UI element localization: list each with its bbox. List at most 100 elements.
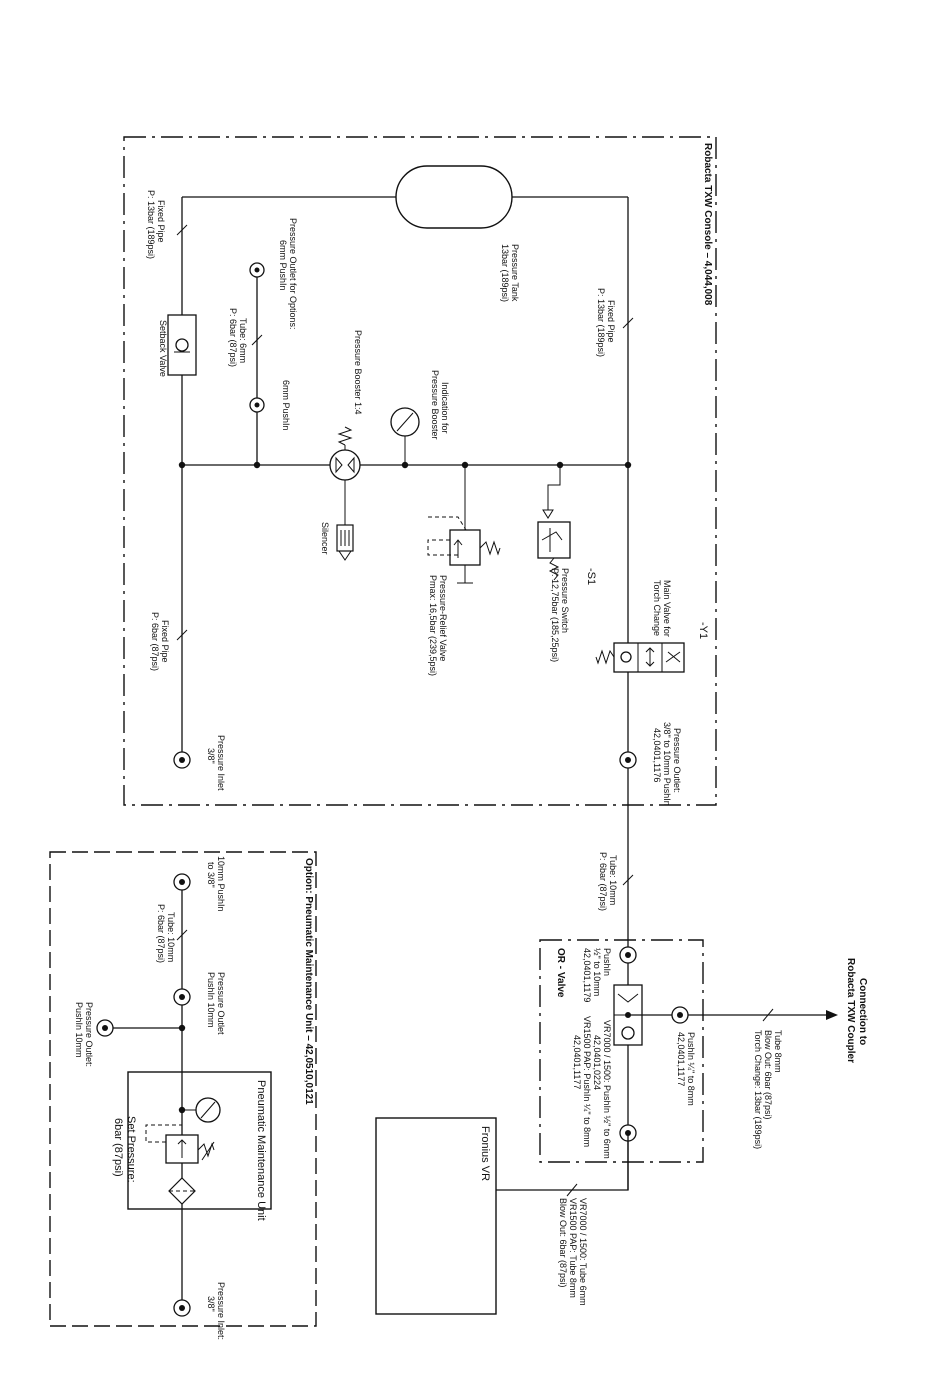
svg-text:10mm PushIn: 10mm PushIn [216, 856, 226, 912]
svg-text:Set Pressure:: Set Pressure: [125, 1116, 137, 1183]
fixed-pipe-top-label: Fixed Pipe P: 13bar (189psi) [146, 190, 166, 259]
pmu-pushin-label: 10mm PushIn to 3/8" [206, 856, 226, 912]
pmu-unit-box [127, 1071, 272, 1210]
setback-valve-label: Setback Valve [158, 320, 168, 377]
setback-valve-ball [175, 338, 189, 352]
svg-text:PushIn 10mm: PushIn 10mm [74, 1002, 84, 1058]
junction-dot [556, 461, 564, 469]
svg-text:3/8": 3/8" [206, 1296, 216, 1312]
svg-text:42,0401,1177: 42,0401,1177 [572, 1035, 582, 1089]
svg-text:Pressure Outlet:: Pressure Outlet: [672, 728, 682, 793]
svg-text:VR1500 PAP: PushIn ¼" to 8mm: VR1500 PAP: PushIn ¼" to 8mm [582, 1016, 592, 1147]
svg-text:42,0401,1177: 42,0401,1177 [676, 1032, 686, 1086]
fronius-vr-box [375, 1117, 497, 1315]
svg-text:VR1500 PAP: Tube 8mm: VR1500 PAP: Tube 8mm [568, 1198, 578, 1298]
svg-text:Main Valve for: Main Valve for [662, 580, 672, 637]
svg-text:P: 6bar (87psi): P: 6bar (87psi) [150, 612, 160, 671]
main-valve-spring [595, 649, 615, 665]
or-valve-pushin-left-label: PushIn ½" to 10mm 42,0401,1179 [582, 948, 612, 1002]
or-valve-title: OR - Valve [555, 948, 566, 998]
junction-dot [401, 461, 409, 469]
junction-dot [178, 461, 186, 469]
fronius-tube-label: VR7000 / 1500: Tube 6mm VR1500 PAP: Tube… [558, 1198, 588, 1306]
pmu-option-boundary [49, 851, 317, 1327]
svg-text:Indication for: Indication for [440, 382, 450, 434]
pmu-filter-symbol [168, 1177, 196, 1205]
svg-text:3/8": 3/8" [206, 748, 216, 764]
svg-text:Pressure-Relief Valve: Pressure-Relief Valve [438, 575, 448, 661]
fixed-pipe-bottom-label: Fixed Pipe P: 6bar (87psi) [150, 612, 170, 671]
fronius-vr-label: Fronius VR [479, 1126, 491, 1181]
coupler-tube-tick [762, 1008, 774, 1022]
pmu-set-pressure-label: Set Pressure: 6bar (87psi) [112, 1116, 137, 1183]
svg-text:Pressure Inlet: Pressure Inlet [216, 735, 226, 791]
or-valve-ball [621, 1026, 635, 1040]
silencer-label: Silencer [320, 522, 330, 555]
svg-text:PushIn ¼" to 8mm: PushIn ¼" to 8mm [686, 1032, 696, 1106]
pmu-regulator-spring [197, 1142, 215, 1158]
console-title: Robacta TXW Console – 4,044,008 [702, 143, 713, 306]
fixed-pipe-right-tick [622, 317, 634, 329]
svg-text:Robacta TXW Coupler: Robacta TXW Coupler [845, 958, 856, 1063]
svg-text:Tube 8mm: Tube 8mm [773, 1030, 783, 1073]
svg-text:6bar (87psi): 6bar (87psi) [112, 1118, 124, 1177]
pressure-booster-spring [337, 426, 353, 446]
pmu-tube-label: Tube: 10mm P: 6bar (87psi) [156, 904, 176, 963]
svg-text:P: 6bar (87psi): P: 6bar (87psi) [598, 852, 608, 911]
svg-text:P: 13bar (189psi): P: 13bar (189psi) [596, 288, 606, 357]
pressure-inlet-label: Pressure Inlet 3/8" [206, 735, 226, 791]
svg-text:to 3/8": to 3/8" [206, 862, 216, 888]
pmu-option-title: Option: Pneumatic Maintenance Unit – 42,… [303, 858, 314, 1105]
tube-6mm-label: Tube: 6mm P: 6bar (87psi) [228, 308, 248, 367]
fixed-pipe-right-label: Fixed Pipe P: 13bar (189psi) [596, 288, 616, 357]
svg-text:Pmax: 16,5bar (239,5psi): Pmax: 16,5bar (239,5psi) [428, 575, 438, 676]
svg-text:VR7000 / 1500: Tube 6mm: VR7000 / 1500: Tube 6mm [578, 1198, 588, 1306]
svg-text:VR7000 / 1500: PushIn ½" to 6m: VR7000 / 1500: PushIn ½" to 6mm [602, 1020, 612, 1159]
options-outlet-label: Pressure Outlet for Options: 6mm PushIn [278, 218, 298, 330]
svg-text:Pressure Tank: Pressure Tank [510, 244, 520, 302]
svg-text:PushIn: PushIn [602, 948, 612, 976]
svg-text:P: 6bar (87psi): P: 6bar (87psi) [156, 904, 166, 963]
pressure-relief-label: Pressure-Relief Valve Pmax: 16,5bar (239… [428, 575, 448, 676]
svg-text:Torch Change: Torch Change [652, 580, 662, 636]
main-valve-tag: -Y1 [697, 622, 709, 639]
tube-10mm-tick [622, 874, 634, 886]
junction-dot [624, 461, 632, 469]
coupler-arrow [826, 1010, 838, 1020]
console-boundary [123, 136, 717, 806]
svg-text:Pressure Outlet: Pressure Outlet [216, 972, 226, 1035]
junction-dot [461, 461, 469, 469]
pressure-relief-spring [479, 540, 501, 556]
pressure-tank-label: Pressure Tank 13bar (189psi) [500, 244, 520, 302]
svg-text:Fixed Pipe: Fixed Pipe [606, 300, 616, 343]
pmu-tube-tick [176, 929, 188, 941]
tube-10mm-label: Tube: 10mm P: 6bar (87psi) [598, 852, 618, 911]
pressure-booster-label: Pressure Booster 1:4 [353, 330, 363, 415]
tube-6mm-tick [251, 334, 263, 346]
or-valve-boundary [539, 939, 704, 1163]
svg-text:3/8" to 10mm PushIn: 3/8" to 10mm PushIn [662, 722, 672, 806]
pushin-6mm-label: 6mm PushIn [281, 380, 291, 431]
svg-text:Connection to: Connection to [857, 978, 868, 1045]
main-valve-label: Main Valve for Torch Change [652, 580, 672, 637]
svg-text:P: 13bar (189psi): P: 13bar (189psi) [146, 190, 156, 259]
svg-text:Fixed Pipe: Fixed Pipe [160, 620, 170, 663]
pressure-switch-symbol [537, 521, 571, 559]
coupler-tube-label: Tube 8mm Blow Out: 6bar (87psi) Torch Ch… [753, 1030, 783, 1149]
svg-text:Pressure Outlet:: Pressure Outlet: [84, 1002, 94, 1067]
svg-text:Torch Change: 13bar (189psi): Torch Change: 13bar (189psi) [753, 1030, 763, 1149]
svg-text:½" to 10mm: ½" to 10mm [592, 948, 602, 996]
svg-text:42,0401,1176: 42,0401,1176 [652, 728, 662, 782]
pressure-booster-symbol [329, 449, 361, 481]
pressure-switch-tag: -S1 [585, 568, 597, 585]
svg-text:PushIn 10mm: PushIn 10mm [206, 972, 216, 1028]
svg-text:6mm PushIn: 6mm PushIn [278, 240, 288, 291]
pressure-switch-label: Pressure Switch P: 12,75bar (185,25psi) [550, 568, 570, 662]
svg-text:13bar (189psi): 13bar (189psi) [500, 244, 510, 302]
svg-text:42,0401,0224: 42,0401,0224 [592, 1035, 602, 1090]
or-valve-vr-label: VR7000 / 1500: PushIn ½" to 6mm 42,0401,… [572, 1016, 612, 1159]
fixed-pipe-top-tick [176, 224, 188, 236]
indication-gauge-label: Indication for Pressure Booster [430, 370, 450, 440]
svg-text:P: 6bar (87psi): P: 6bar (87psi) [228, 308, 238, 367]
svg-text:Tube: 10mm: Tube: 10mm [608, 855, 618, 905]
